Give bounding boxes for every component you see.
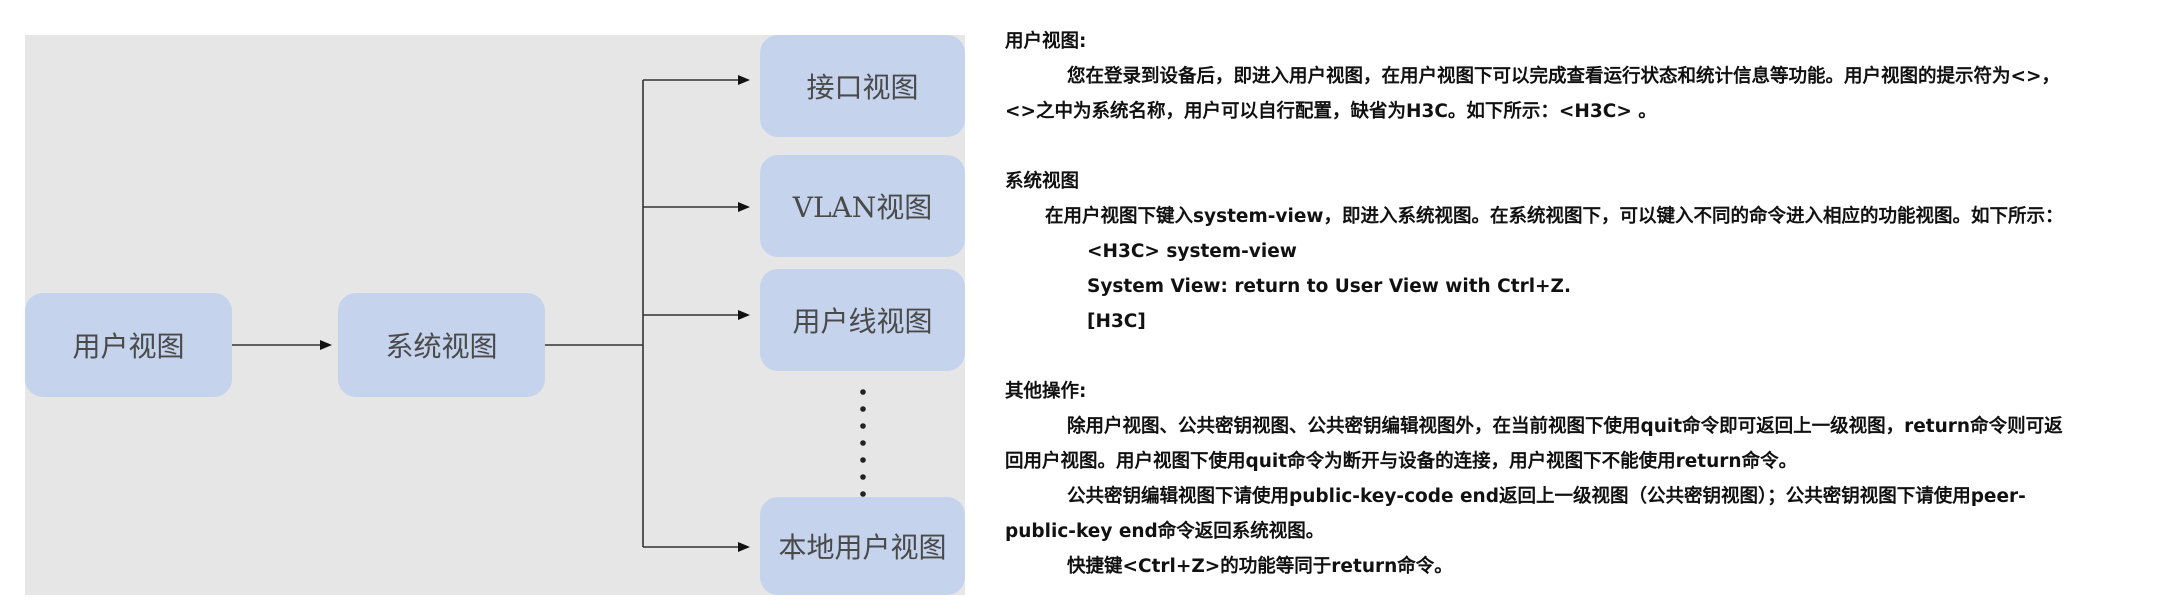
other-paragraph-2-line1: 公共密钥编辑视图下请使用public-key-code end返回上一级视图（公… xyxy=(1067,486,2026,507)
system-view-heading: 系统视图 xyxy=(1005,171,1080,192)
code-line-2: System View: return to User View with Ct… xyxy=(1087,276,1571,297)
node-system-view: 系统视图 xyxy=(338,293,545,397)
other-operations-heading: 其他操作: xyxy=(1005,381,1087,402)
connector-lines xyxy=(232,75,866,552)
node-vlan-view: VLAN视图 xyxy=(760,155,965,257)
description-panel: 用户视图: 您在登录到设备后，即进入用户视图，在用户视图下可以完成查看运行状态和… xyxy=(1005,24,2155,584)
other-paragraph-3: 快捷键<Ctrl+Z>的功能等同于return命令。 xyxy=(1067,556,1453,577)
spacer xyxy=(1005,129,2155,164)
code-line-1: <H3C> system-view xyxy=(1087,241,1297,262)
spacer xyxy=(1005,339,2155,374)
system-view-paragraph: 在用户视图下键入system-view，即进入系统视图。在系统视图下，可以键入不… xyxy=(1045,206,2064,227)
other-paragraph-2-line2: public-key end命令返回系统视图。 xyxy=(1005,521,1325,542)
user-view-paragraph-line1: 您在登录到设备后，即进入用户视图，在用户视图下可以完成查看运行状态和统计信息等功… xyxy=(1067,66,2061,87)
other-paragraph-1-line2: 回用户视图。用户视图下使用quit命令为断开与设备的连接，用户视图下不能使用re… xyxy=(1005,451,1798,472)
other-paragraph-1-line1: 除用户视图、公共密钥视图、公共密钥编辑视图外，在当前视图下使用quit命令即可返… xyxy=(1067,416,2063,437)
node-interface-view: 接口视图 xyxy=(760,35,965,137)
code-line-3: [H3C] xyxy=(1087,311,1146,332)
node-local-user-view: 本地用户视图 xyxy=(760,497,965,595)
view-hierarchy-diagram: 用户视图 系统视图 接口视图 VLAN视图 用户线视图 本地用户视图 xyxy=(25,35,965,595)
node-user-line-view: 用户线视图 xyxy=(760,269,965,371)
user-view-paragraph-line2: <>之中为系统名称，用户可以自行配置，缺省为H3C。如下所示：<H3C> 。 xyxy=(1005,101,1657,122)
user-view-heading: 用户视图: xyxy=(1005,31,1087,52)
node-user-view: 用户视图 xyxy=(25,293,232,397)
ellipsis-dots xyxy=(860,389,866,497)
